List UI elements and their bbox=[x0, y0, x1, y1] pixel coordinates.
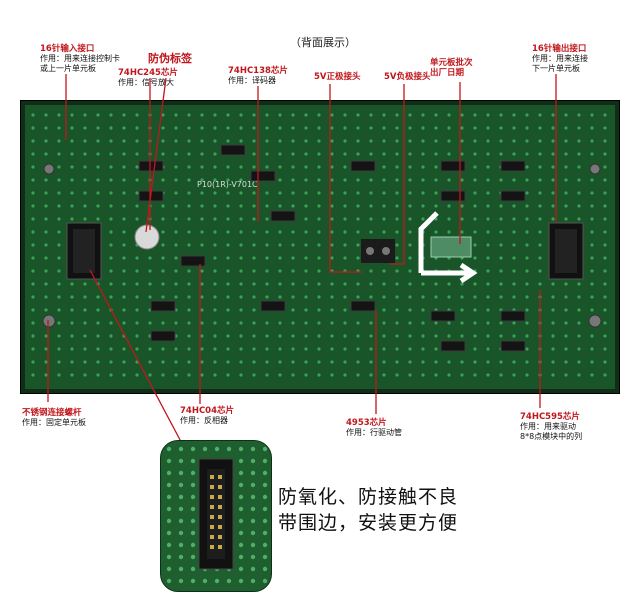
batch-sticker bbox=[430, 236, 472, 258]
pcb-graphic: P10(1R)-V701C bbox=[25, 105, 615, 389]
label-anti-counterfeit: 防伪标签 bbox=[148, 52, 192, 65]
led-module-board: P10(1R)-V701C bbox=[20, 100, 620, 394]
page-title: （背面展示） bbox=[290, 36, 356, 49]
label-5v-negative: 5V负极接头 bbox=[384, 72, 431, 82]
label-16pin-input: 16针输入接口 作用：用来连接控制卡 或上一片单元板 bbox=[40, 44, 120, 73]
pcb-area bbox=[25, 105, 615, 389]
steel-screw bbox=[588, 314, 602, 328]
label-batch-date: 单元板批次 出厂日期 bbox=[430, 58, 473, 78]
zoom-connector-graphic bbox=[161, 441, 271, 591]
label-74hc138: 74HC138芯片 作用：译码器 bbox=[228, 66, 288, 85]
zoom-inset bbox=[160, 440, 272, 592]
label-16pin-output: 16针输出接口 作用：用来连接 下一片单元板 bbox=[532, 44, 588, 73]
feature-text: 防氧化、防接触不良 带围边，安装更方便 bbox=[278, 486, 459, 534]
label-4953: 4953芯片 作用：行驱动管 bbox=[346, 418, 402, 437]
16pin-output-connector bbox=[548, 222, 584, 280]
label-74hc595: 74HC595芯片 作用：用来驱动 8*8点模块中的列 bbox=[520, 412, 583, 441]
label-5v-positive: 5V正极接头 bbox=[314, 72, 361, 82]
16pin-input-connector bbox=[66, 222, 102, 280]
label-74hc04: 74HC04芯片 作用：反相器 bbox=[180, 406, 235, 425]
screw-hole bbox=[43, 163, 55, 175]
anti-counterfeit-sticker bbox=[134, 224, 160, 250]
power-terminal bbox=[361, 239, 395, 263]
screw-hole bbox=[589, 163, 601, 175]
direction-arrow bbox=[418, 211, 478, 284]
label-74hc245: 74HC245芯片 作用：信号放大 bbox=[118, 68, 178, 87]
label-steel-screw: 不锈钢连接螺杆 作用：固定单元板 bbox=[22, 408, 86, 427]
board-silkscreen: P10(1R)-V701C bbox=[197, 180, 258, 189]
steel-screw bbox=[42, 314, 56, 328]
